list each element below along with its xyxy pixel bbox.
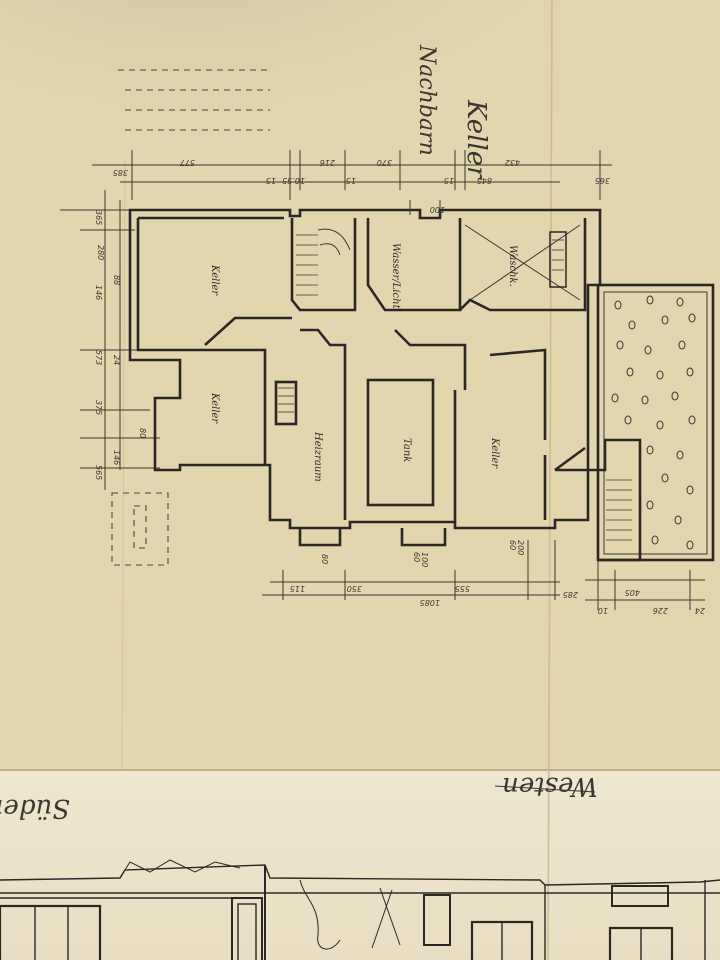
paper-crease [121, 159, 126, 771]
dim-top-11: 365 [595, 176, 610, 185]
dim-left-1: 365 [94, 210, 103, 225]
neighbor-note: Nachbarn [414, 44, 439, 156]
dim-top-2: 577 [179, 158, 195, 167]
dimension-chain-bottom: 1085 115 350 555 285 80 100 60 200 60 40… [262, 540, 705, 615]
dim-left-4: 146 [94, 285, 103, 300]
dim-left-8: 80 [138, 428, 147, 438]
dim-bottom-13: 226 [653, 606, 668, 615]
room-label-tank: Tank [401, 438, 412, 462]
dim-top-3: 10.55 [282, 176, 305, 185]
lower-sheet-labels: Süden Westen [0, 771, 598, 823]
paper-fold-vertical [547, 0, 553, 960]
room-label-heizraum: Heizraum [312, 431, 323, 482]
dim-bottom-8: 60 [412, 552, 421, 562]
dim-bottom-4: 555 [455, 584, 470, 593]
terrace-outline [596, 283, 715, 562]
dim-bottom-1: 1085 [420, 598, 440, 607]
dim-top-4: 15 [266, 176, 276, 185]
shadow-area [0, 0, 660, 240]
room-label-keller-nw: Keller [209, 264, 220, 296]
dim-left-10: 565 [94, 465, 103, 480]
lower-sheet [0, 770, 720, 960]
stair-wall [290, 218, 357, 312]
room-label-wasser-licht: Wasser/Licht [390, 243, 401, 310]
floor-plan [111, 200, 715, 566]
stair-treads [296, 228, 351, 296]
dim-bottom-9: 200 [516, 540, 525, 555]
dimension-chain-left: 365 280 88 146 573 24 375 80 146 565 [60, 190, 180, 490]
dashed-outbuilding [111, 492, 169, 566]
dim-bottom-2: 115 [290, 584, 305, 593]
washer-icon [549, 231, 567, 288]
dim-left-5: 573 [94, 350, 103, 365]
dim-bottom-6: 80 [320, 554, 329, 564]
dim-left-3: 88 [112, 275, 121, 285]
dim-top-10: 432 [505, 158, 520, 167]
dim-bottom-5: 285 [563, 590, 578, 599]
dim-left-6: 24 [112, 355, 121, 365]
dim-top-9: 845 [477, 176, 492, 185]
title-area: Nachbarn Keller [118, 44, 491, 180]
dimension-chain-top: 385 577 10.55 15 216 15 370 15 845 432 3… [92, 150, 612, 214]
exterior-stair-treads [606, 479, 632, 541]
dim-top-1: 385 [113, 168, 128, 177]
room-label-waschk: Waschk. [507, 245, 518, 287]
dim-top-8: 15 [444, 176, 454, 185]
label-westen: Westen [502, 771, 598, 801]
dim-top-7: 370 [377, 158, 392, 167]
label-sueden: Süden [0, 793, 70, 823]
dim-bottom-3: 350 [347, 584, 362, 593]
dim-top-12: 100 [430, 205, 445, 214]
dim-top-5: 216 [320, 158, 335, 167]
tank-outline [366, 378, 435, 507]
dim-bottom-12: 10 [598, 606, 608, 615]
facade-elevation [0, 859, 720, 960]
room-label-keller-w: Keller [209, 392, 220, 424]
room-label-keller-e: Keller [489, 437, 500, 469]
outer-wall [128, 208, 602, 530]
terrace-pebbles [611, 295, 696, 550]
dim-bottom-10: 60 [508, 540, 517, 550]
dim-left-7: 375 [94, 400, 103, 415]
room-labels: Keller Keller Heizraum Tank Keller Wasse… [209, 243, 518, 482]
dim-bottom-11: 405 [625, 588, 640, 597]
dim-left-2: 280 [96, 245, 105, 260]
plan-title: Keller [461, 99, 491, 180]
dim-bottom-7: 100 [420, 552, 429, 567]
dim-bottom-14: 24 [695, 606, 705, 615]
dim-top-6: 15 [346, 176, 356, 185]
dim-left-9: 146 [112, 450, 121, 465]
